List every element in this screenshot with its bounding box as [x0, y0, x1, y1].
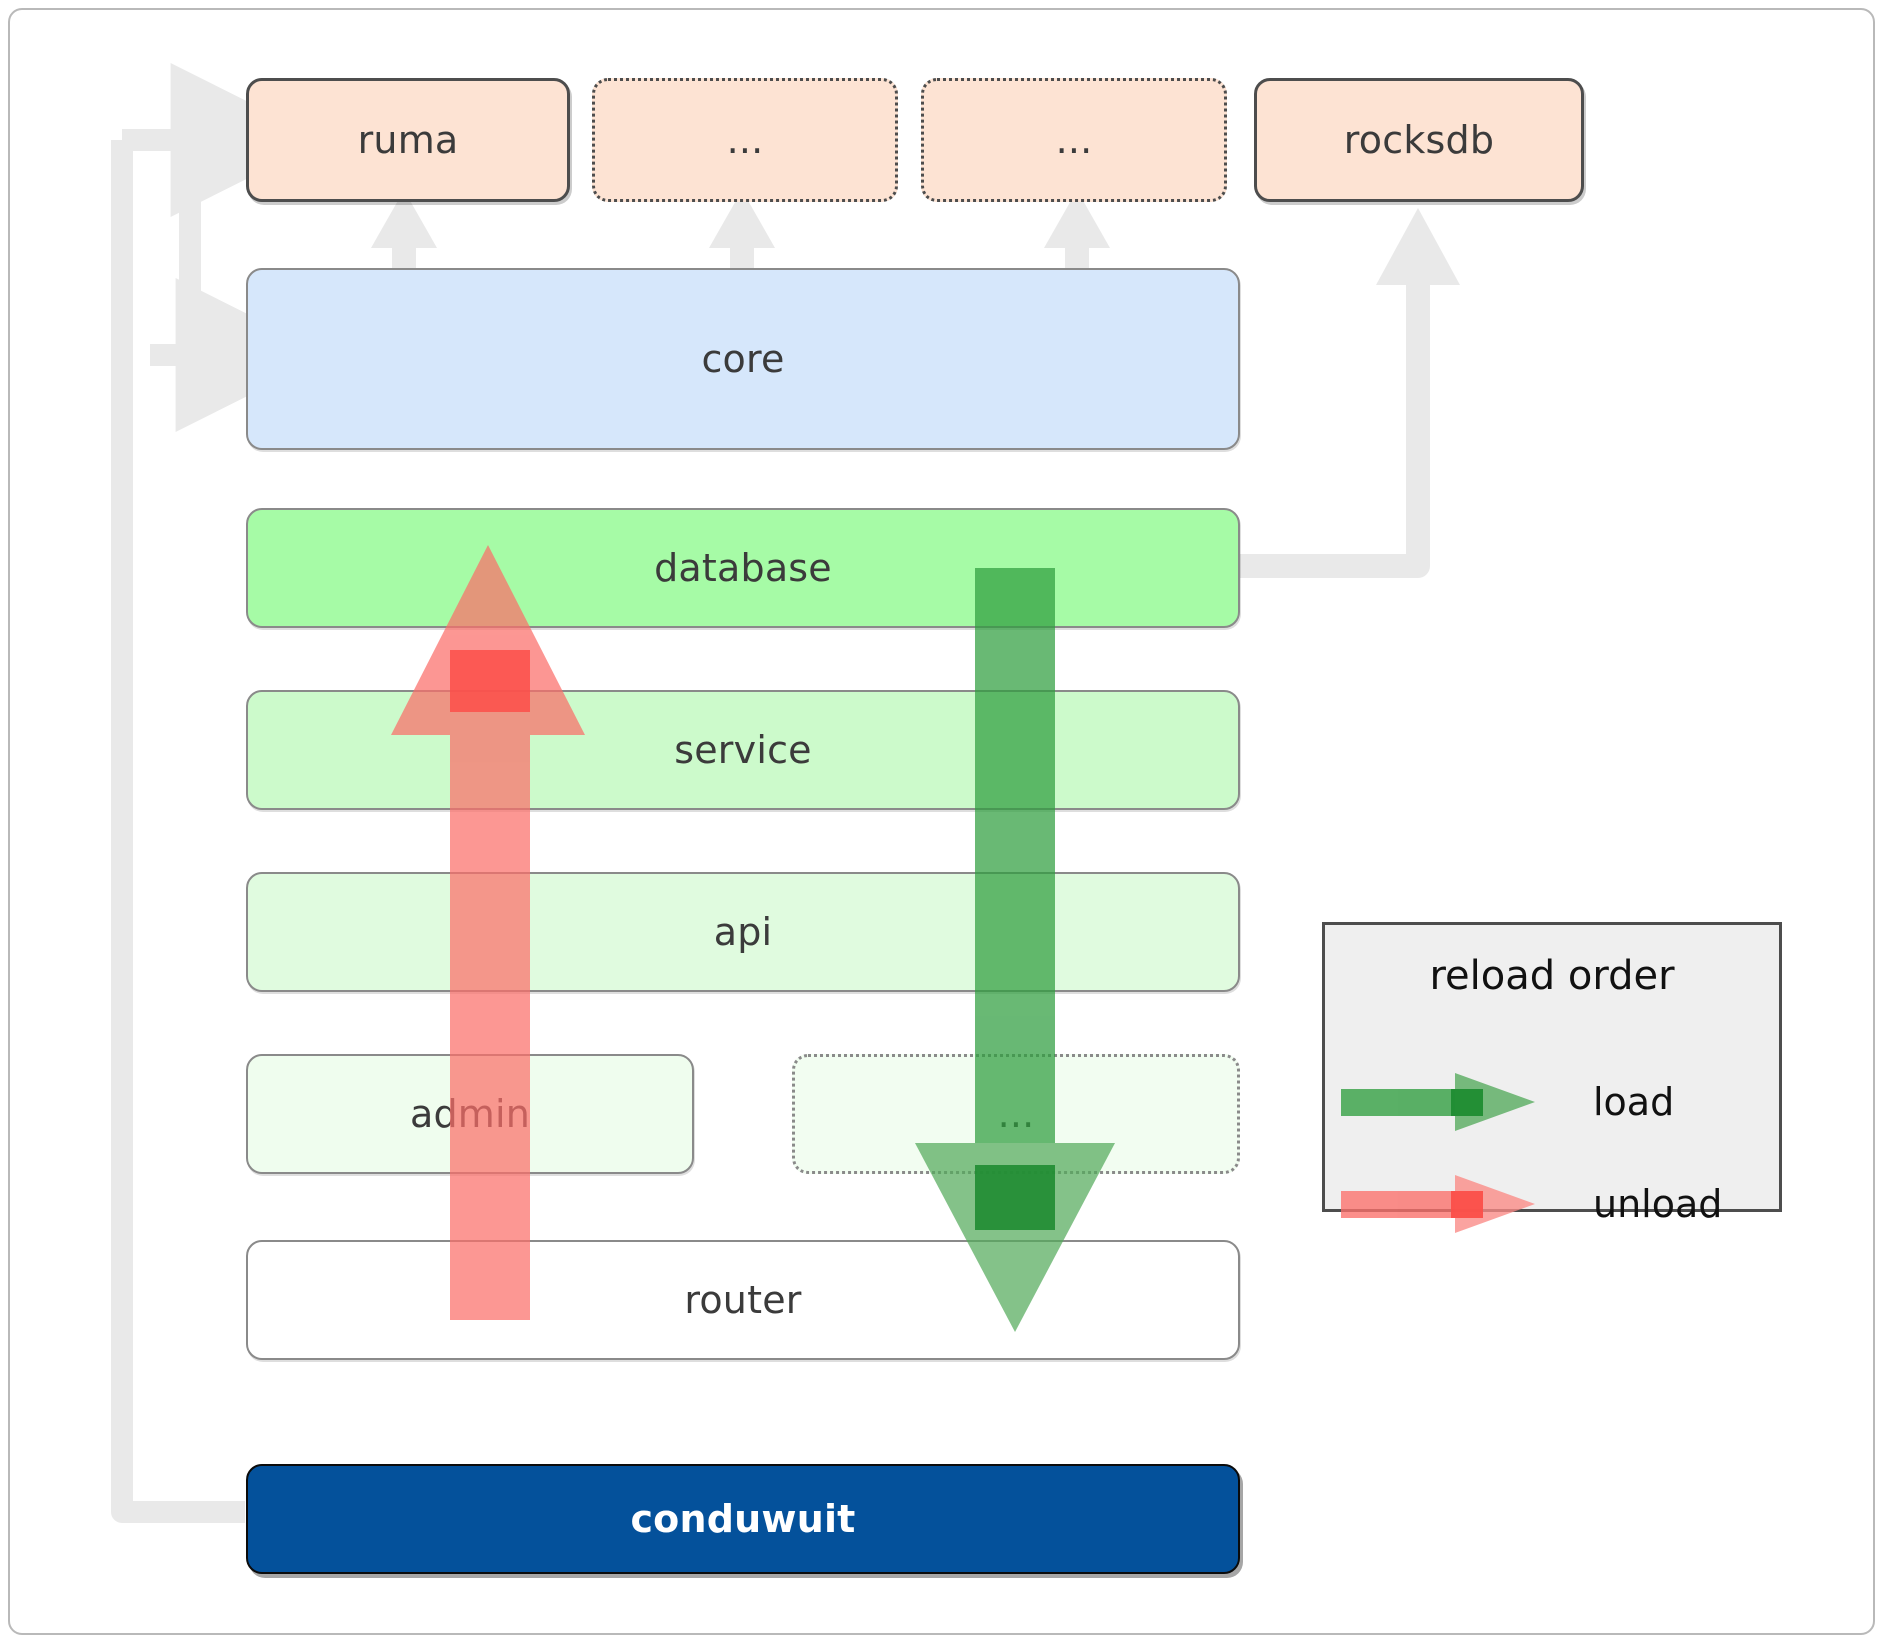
- dependency-label: ruma: [357, 118, 459, 162]
- layer-label: ...: [997, 1092, 1035, 1136]
- legend-panel: reload order load unload: [1322, 922, 1782, 1233]
- load-arrow-icon: [1341, 1073, 1535, 1131]
- legend-item-unload: unload: [1339, 1165, 1779, 1243]
- legend-label-unload: unload: [1593, 1182, 1723, 1226]
- diagram-frame: [8, 8, 1875, 1635]
- layer-label: admin: [409, 1092, 531, 1136]
- root-label: conduwuit: [630, 1497, 856, 1541]
- legend-title: reload order: [1429, 953, 1675, 999]
- dependency-node-ruma[interactable]: ruma: [246, 78, 570, 202]
- dependency-label: ...: [726, 118, 764, 162]
- layer-node-api[interactable]: api: [246, 872, 1240, 992]
- layer-node-database[interactable]: database: [246, 508, 1240, 628]
- root-node-conduwuit[interactable]: conduwuit: [246, 1464, 1240, 1574]
- layer-node-service[interactable]: service: [246, 690, 1240, 810]
- dependency-node-ellipsis-1[interactable]: ...: [592, 78, 898, 202]
- layer-node-router[interactable]: router: [246, 1240, 1240, 1360]
- layer-label: api: [713, 910, 773, 954]
- dependency-node-ellipsis-2[interactable]: ...: [921, 78, 1227, 202]
- legend-item-load: load: [1339, 1063, 1779, 1141]
- dependency-node-rocksdb[interactable]: rocksdb: [1254, 78, 1584, 202]
- layer-label: core: [701, 337, 785, 381]
- unload-arrow-icon: [1341, 1175, 1535, 1233]
- legend-label-load: load: [1593, 1080, 1675, 1124]
- dependency-label: rocksdb: [1343, 118, 1495, 162]
- layer-node-admin[interactable]: admin: [246, 1054, 694, 1174]
- layer-label: service: [674, 728, 812, 772]
- layer-label: database: [654, 546, 832, 590]
- layer-label: router: [684, 1278, 802, 1322]
- layer-node-ellipsis[interactable]: ...: [792, 1054, 1240, 1174]
- dependency-label: ...: [1055, 118, 1093, 162]
- layer-node-core[interactable]: core: [246, 268, 1240, 450]
